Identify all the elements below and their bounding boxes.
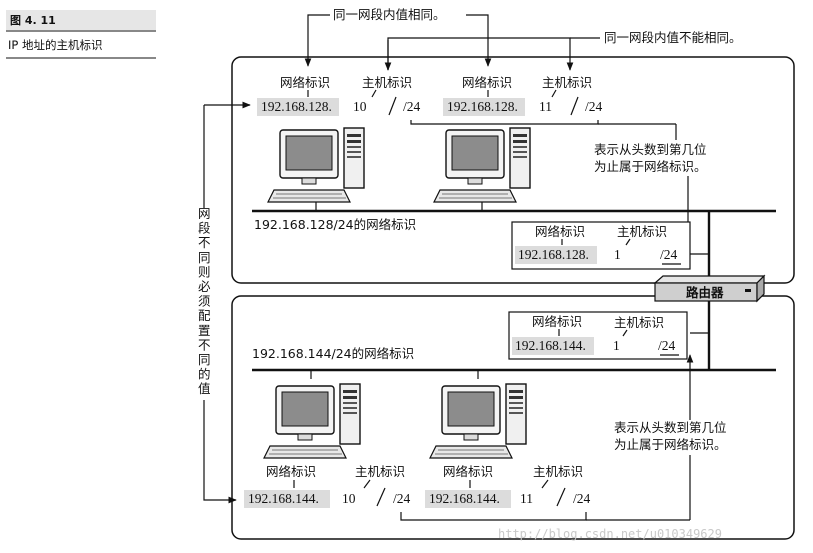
bottom-pc1-network-label: 网络标识 [266,464,316,479]
figure-number: 图 4. 11 [10,14,56,27]
watermark: http://blog.csdn.net/u010349629 [498,527,722,541]
bottom-prefix-note-2: 为止属于网络标识。 [614,437,727,452]
top-segment-label: 192.168.128/24的网络标识 [254,217,416,232]
side-note-char: 置 [198,323,211,338]
callout-same-arrow-left [304,14,330,67]
top-pc2-computer-icon [433,127,531,203]
bottom-pc2-prefix: /24 [573,491,591,506]
top-pc1-computer-icon [267,127,365,203]
callout-different-bracket [387,37,574,71]
top-pc2-network-label: 网络标识 [462,75,512,90]
side-note-char: 的 [198,367,211,382]
top-router-prefix: /24 [660,247,678,262]
top-pc2-net-box [443,98,525,116]
bottom-pc2-net-box [425,490,511,508]
bottom-pc2-net: 192.168.144. [429,491,500,506]
side-note-background [196,208,214,400]
side-note-char: 不 [198,337,211,352]
top-prefix-bracket [410,120,599,125]
top-pc1-host: 10 [353,99,367,114]
bottom-pc2-network-label: 网络标识 [443,464,493,479]
top-pc1-network-label: 网络标识 [280,75,330,90]
top-pc1-host-label: 主机标识 [362,75,412,90]
top-pc1-net: 192.168.128. [261,99,332,114]
top-prefix-note-2: 为止属于网络标识。 [594,159,707,174]
callout-different: 同一网段内值不能相同。 [604,30,742,45]
bottom-prefix-note-1: 表示从头数到第几位 [614,420,727,435]
side-note-char: 段 [198,221,211,236]
top-pc2-host: 11 [539,99,552,114]
bottom-pc1-net: 192.168.144. [248,491,319,506]
top-router-host-label: 主机标识 [617,224,667,239]
side-note-char: 同 [198,352,211,367]
bottom-router-host-label: 主机标识 [614,315,664,330]
bottom-pc1-host: 10 [342,491,356,506]
top-router-host: 1 [614,247,621,262]
side-note-char: 必 [198,279,211,294]
side-note-char: 值 [198,381,211,396]
bottom-pc2-computer-icon [429,383,527,459]
figure-title: IP 地址的主机标识 [8,38,102,52]
bottom-pc2-host-label: 主机标识 [533,464,583,479]
bottom-pc2-host: 11 [520,491,533,506]
side-note-char: 不 [198,235,211,250]
segment-top-box [231,56,795,284]
top-pc2-prefix: /24 [585,99,603,114]
bottom-router-net: 192.168.144. [515,338,586,353]
bottom-router-prefix: /24 [658,338,676,353]
bottom-pc1-net-box [244,490,330,508]
bottom-router-network-label: 网络标识 [532,314,582,329]
caption-number-background [6,10,156,30]
router-icon [653,274,766,303]
top-pc2-net: 192.168.128. [447,99,518,114]
side-note-char: 则 [198,264,211,279]
callout-same-arrow-right [466,14,492,67]
top-prefix-note-1: 表示从头数到第几位 [594,142,707,157]
segment-bottom-box [231,295,795,540]
top-pc1-prefix: /24 [403,99,421,114]
callout-same: 同一网段内值相同。 [333,7,446,22]
bottom-segment-label: 192.168.144/24的网络标识 [252,346,414,361]
side-note-char: 须 [198,294,211,309]
side-note-char: 配 [198,308,211,323]
top-router-net: 192.168.128. [518,247,589,262]
top-pc2-host-label: 主机标识 [542,75,592,90]
bottom-pc1-prefix: /24 [393,491,411,506]
bottom-prefix-bracket [400,512,587,521]
bottom-pc1-computer-icon [263,383,361,459]
side-note-char: 同 [198,250,211,265]
bottom-pc1-host-label: 主机标识 [355,464,405,479]
side-note-char: 网 [198,206,211,221]
router-label: 路由器 [686,285,724,300]
top-router-network-label: 网络标识 [535,224,585,239]
top-pc1-net-box [257,98,339,116]
figure-caption: 图 4. 11 IP 地址的主机标识 [6,10,156,59]
bottom-router-host: 1 [613,338,620,353]
